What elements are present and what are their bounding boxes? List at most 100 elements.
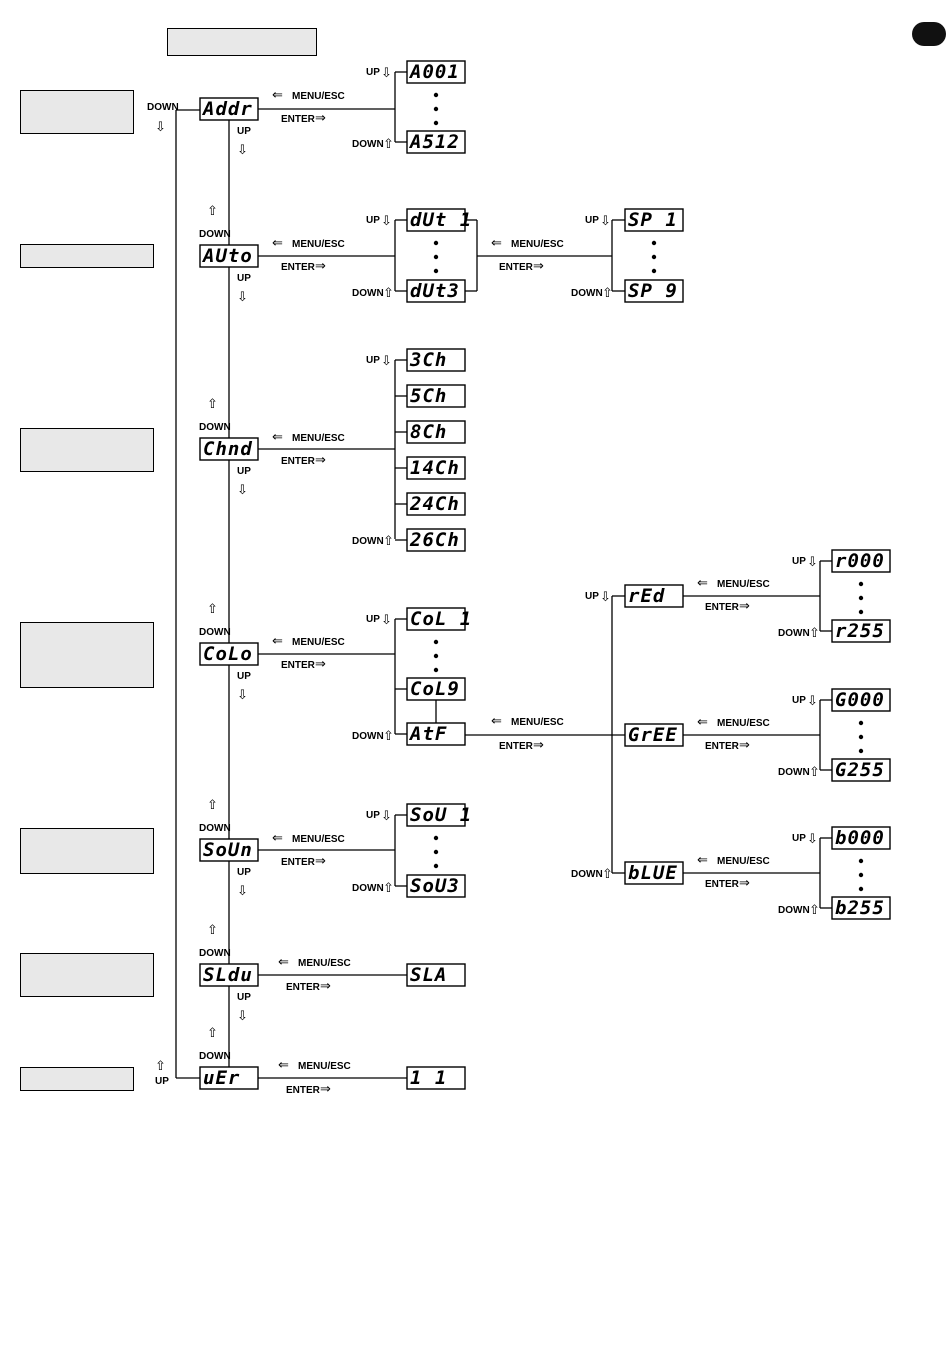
rgb-sub-0-up-label: UP (792, 556, 806, 567)
addr-up-label: UP (366, 67, 380, 78)
addr-dot (433, 92, 439, 98)
main-down-arrow-icon-1: ⇩ (237, 290, 248, 305)
rgb-sub-1-up-label: UP (792, 695, 806, 706)
auto-dot (433, 254, 439, 260)
main-up-label-1: UP (237, 273, 251, 284)
main-up-label-3: UP (237, 671, 251, 682)
sldu-value: SLA (410, 964, 447, 986)
rgb-sub-0-down-label: DOWN (778, 628, 810, 639)
colo-custom: AtF (408, 723, 447, 745)
rgb-sub-1-left-arrow-icon: ⇐ (697, 715, 708, 730)
chnd-menu-esc-label: MENU/ESC (292, 433, 345, 444)
rgb-sub-2-right-arrow-icon: ⇒ (739, 876, 750, 891)
main-down-label-5: DOWN (199, 1051, 231, 1062)
speed-down-label: DOWN (571, 288, 603, 299)
addr-first: A001 (408, 61, 460, 83)
side-gray-box-auto (20, 244, 154, 268)
chnd-item-5: 26Ch (409, 529, 460, 551)
rgb-sub-1-down-label: DOWN (778, 767, 810, 778)
rgb-sub-1-right-arrow-icon: ⇒ (739, 738, 750, 753)
colo-up-arrow-icon: ⇧ (383, 729, 394, 744)
rgb-sub-first-1: G000 (835, 689, 885, 711)
soun-first-frame (406, 803, 466, 827)
rgb-right-arrow-icon: ⇒ (533, 738, 544, 753)
auto-last: dUt3 (410, 280, 460, 302)
main-down-arrow-icon-2: ⇩ (237, 483, 248, 498)
rgb-sub-dot-2 (858, 872, 864, 878)
main-menu-5: SLdu (203, 964, 253, 986)
main-up-label-0: UP (237, 126, 251, 137)
addr-dot (433, 106, 439, 112)
rgb-sub-dot-0 (858, 581, 864, 587)
speed-first-frame (624, 208, 684, 232)
main-down-arrow-icon-5: ⇩ (237, 1009, 248, 1024)
rgb-sub-0-enter-label: ENTER (705, 602, 740, 613)
colo-first: CoL 1 (410, 608, 472, 630)
ver-left-arrow-icon: ⇐ (278, 1058, 289, 1073)
rgb-up-label: UP (585, 591, 599, 602)
auto-right-arrow-icon: ⇒ (315, 259, 326, 274)
rgb-sub-2-down-label: DOWN (778, 905, 810, 916)
loop-up-arrow-icon: ⇧ (155, 1059, 166, 1074)
main-up-label-2: UP (237, 466, 251, 477)
rgb-down-arrow-icon: ⇩ (600, 590, 611, 605)
soun-dot (433, 849, 439, 855)
speed-dot (651, 240, 657, 246)
rgb-sub-dot-0 (858, 595, 864, 601)
colo-first-frame (406, 607, 466, 631)
rgb-sub-last-2-frame (831, 896, 891, 920)
sldu-enter-label: ENTER (286, 982, 321, 993)
soun-down-arrow-icon: ⇩ (381, 809, 392, 824)
colo-right-arrow-icon: ⇒ (315, 657, 326, 672)
chnd-item-1-frame (406, 384, 466, 408)
rgb-sub-1-up-arrow-icon: ⇧ (809, 765, 820, 780)
soun-enter-label: ENTER (281, 857, 316, 868)
speed-dot (651, 268, 657, 274)
main-up-arrow-icon-1: ⇧ (207, 397, 218, 412)
main-menu-1: AUto (201, 245, 253, 267)
chnd-left-arrow-icon: ⇐ (272, 430, 283, 445)
soun-up-label: UP (366, 810, 380, 821)
rgb-sub-dot-1 (858, 748, 864, 754)
rgb-enter-label: ENTER (499, 741, 534, 752)
chnd-item-0: 3Ch (409, 349, 447, 371)
chnd-item-4: 24Ch (409, 493, 460, 515)
auto-dot (433, 240, 439, 246)
rgb-sub-2-left-arrow-icon: ⇐ (697, 853, 708, 868)
side-gray-box-chnd (20, 428, 154, 472)
colo-last: CoL9 (410, 678, 460, 700)
addr-dot (433, 120, 439, 126)
main-menu-0: Addr (201, 98, 253, 120)
side-gray-box-sldu (20, 953, 154, 997)
rgb-sub-first-2-frame (831, 826, 891, 850)
auto-speed-left-arrow-icon: ⇐ (491, 236, 502, 251)
soun-dot (433, 835, 439, 841)
addr-menu-esc-label: MENU/ESC (292, 91, 345, 102)
speed-down-arrow-icon: ⇩ (600, 214, 611, 229)
main-down-label-3: DOWN (199, 823, 231, 834)
rgb-sub-2-menu-esc-label: MENU/ESC (717, 856, 770, 867)
rgb-sub-1-menu-esc-label: MENU/ESC (717, 718, 770, 729)
soun-left-arrow-icon: ⇐ (272, 831, 283, 846)
soun-dot (433, 863, 439, 869)
loop-up-label: UP (155, 1076, 169, 1087)
rgb-sub-dot-0 (858, 609, 864, 615)
ver-value-frame (406, 1066, 466, 1090)
speed-dot (651, 254, 657, 260)
main-menu-4: SoUn (203, 839, 253, 861)
main-menu-2: Chnd (203, 438, 253, 460)
rgb-sub-first-0-frame (831, 549, 891, 573)
rgb-menu-1: GrEE (628, 724, 678, 746)
rgb-sub-first-1-frame (831, 688, 891, 712)
main-up-arrow-icon-3: ⇧ (207, 798, 218, 813)
sldu-menu-esc-label: MENU/ESC (298, 958, 351, 969)
loop-down-label: DOWN (147, 102, 179, 113)
main-down-label-1: DOWN (199, 422, 231, 433)
rgb-sub-dot-2 (858, 886, 864, 892)
rgb-sub-first-0: r000 (835, 550, 885, 572)
rgb-sub-last-0: r255 (835, 620, 885, 642)
addr-left-arrow-icon: ⇐ (272, 88, 283, 103)
chnd-up-arrow-icon: ⇧ (383, 534, 394, 549)
rgb-sub-2-up-arrow-icon: ⇧ (809, 903, 820, 918)
rgb-sub-last-1: G255 (835, 759, 885, 781)
